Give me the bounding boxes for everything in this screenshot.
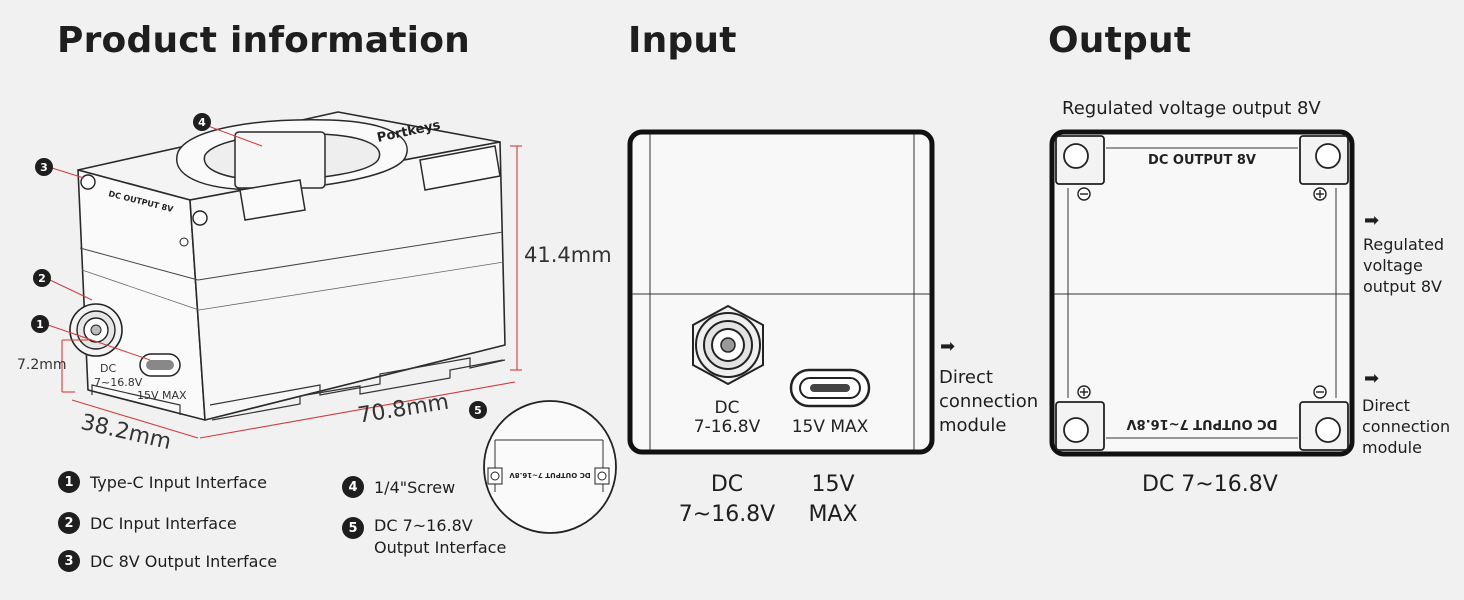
callout-4: 4 <box>198 116 206 129</box>
output-arrow-icon-2: ➡ <box>1364 368 1380 389</box>
legend-item-1: 1 Type-C Input Interface <box>58 471 267 493</box>
typec-label: 15V MAX <box>137 389 187 402</box>
product-illustration: Portkeys DC OUTPUT 8V DC 7~16.8V 15V MAX… <box>31 111 617 534</box>
input-panel: DC 7-16.8V 15V MAX <box>627 129 935 455</box>
output-panel: DC OUTPUT 8V DC OUTPUT 7~16.8V <box>1049 129 1355 457</box>
input-type-c-port <box>789 368 871 408</box>
output-arrow-icon-1: ➡ <box>1364 210 1380 231</box>
legend-item-5: 5 DC 7~16.8V Output Interface <box>342 515 506 559</box>
callout-5: 5 <box>474 404 482 417</box>
detail-zoom-circle: DC OUTPUT 7~16.8V <box>483 400 617 534</box>
input-caption-dc: DC 7~16.8V <box>678 472 776 527</box>
output-panel-bottom-label: DC OUTPUT 7~16.8V <box>1127 416 1278 431</box>
output-top-note: Regulated voltage output 8V <box>1062 98 1321 119</box>
input-typec-label: 15V MAX <box>792 417 869 437</box>
product-heading: Product information <box>57 20 470 61</box>
output-heading: Output <box>1048 20 1192 61</box>
input-dc-label-1: DC <box>715 398 740 418</box>
callout-1: 1 <box>36 318 44 331</box>
dc-label-l2: 7~16.8V <box>94 376 143 389</box>
dim-port: 7.2mm <box>17 357 67 373</box>
dim-height: 41.4mm <box>524 243 612 267</box>
output-caption: DC 7~16.8V <box>1142 472 1278 497</box>
callout-3: 3 <box>40 161 48 174</box>
output-panel-top-label: DC OUTPUT 8V <box>1148 153 1256 168</box>
input-dc-label-2: 7-16.8V <box>694 417 761 437</box>
legend-item-4: 4 1/4"Screw <box>342 476 455 498</box>
legend-item-3: 3 DC 8V Output Interface <box>58 550 277 572</box>
dc-8v-output-port <box>80 174 96 190</box>
legend-item-2: 2 DC Input Interface <box>58 512 237 534</box>
input-heading: Input <box>628 20 737 61</box>
dc-input-jack <box>69 303 123 357</box>
dc-label-l1: DC <box>100 362 116 375</box>
output-note-1: Regulated voltage output 8V <box>1363 235 1445 296</box>
output-note-2: Direct connection module <box>1362 396 1451 457</box>
callout-2: 2 <box>38 272 46 285</box>
input-arrow-icon: ➡ <box>940 336 956 357</box>
input-caption-typec: 15V MAX <box>808 472 858 527</box>
detail-label: DC OUTPUT 7~16.8V <box>509 471 591 479</box>
input-dc-jack <box>692 304 764 386</box>
input-side-note: Direct connection module <box>939 367 1039 436</box>
